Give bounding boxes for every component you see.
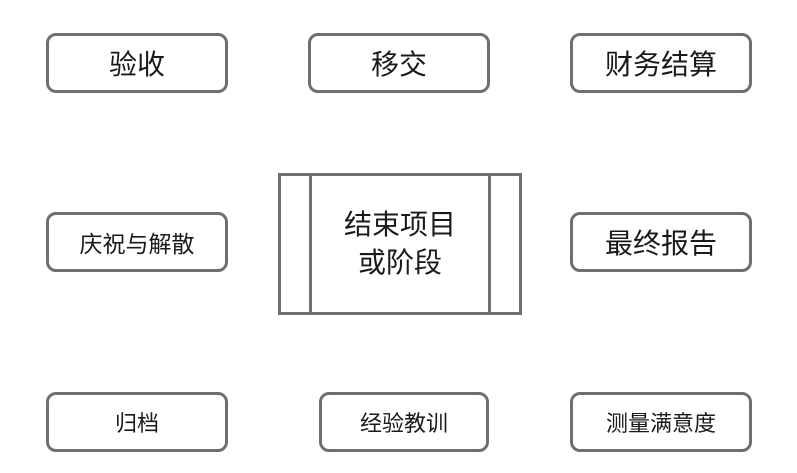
center-node-title: 结束项目 或阶段 (312, 176, 488, 312)
node-final-report: 最终报告 (570, 212, 752, 272)
node-archive: 归档 (46, 392, 228, 452)
node-financial-settlement: 财务结算 (570, 33, 752, 93)
center-node-line2: 或阶段 (357, 246, 442, 279)
center-node-right-bar (488, 176, 491, 312)
node-acceptance-label: 验收 (108, 48, 165, 81)
node-measure-satisfaction-label: 测量满意度 (605, 412, 716, 437)
node-handover: 移交 (308, 33, 490, 93)
node-final-report-label: 最终报告 (604, 227, 717, 260)
center-node-left-bar (309, 176, 312, 312)
node-measure-satisfaction: 测量满意度 (570, 392, 752, 452)
node-lessons-learned-label: 经验教训 (359, 412, 448, 437)
node-acceptance: 验收 (46, 33, 228, 93)
node-archive-label: 归档 (114, 412, 159, 437)
node-celebration-dissolution-label: 庆祝与解散 (79, 232, 195, 258)
node-financial-settlement-label: 财务结算 (604, 48, 717, 81)
center-node: 结束项目 或阶段 (278, 173, 522, 315)
node-celebration-dissolution: 庆祝与解散 (46, 212, 228, 272)
node-handover-label: 移交 (370, 48, 427, 81)
center-node-line1: 结束项目 (343, 208, 456, 241)
node-lessons-learned: 经验教训 (319, 392, 489, 452)
